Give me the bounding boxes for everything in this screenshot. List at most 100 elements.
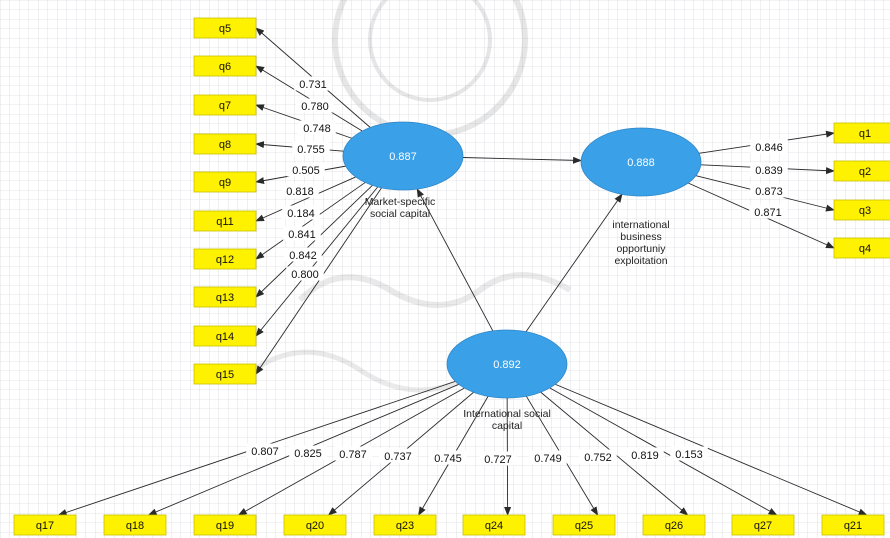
indicator-q1[interactable]: q1 [833,122,890,144]
latent-name-line: exploitation [614,255,667,267]
loading-label-q6: 0.780 [296,98,334,113]
loading-value-q8: 0.755 [297,144,325,156]
indicator-q3[interactable]: q3 [833,199,890,221]
latent-name-line: international [612,219,669,231]
loading-value-q6: 0.780 [301,101,329,113]
indicator-q23[interactable]: q23 [373,514,437,536]
indicator-q8[interactable]: q8 [193,133,257,155]
latent-name-line: capital [492,420,522,432]
loading-label-bg [296,98,334,113]
loading-label-q13: 0.841 [283,226,321,241]
latent-ibo[interactable]: 0.888internationalbusinessopportuniyexpl… [580,127,702,267]
loading-label-q7: 0.748 [298,120,336,135]
path-isc-to-ibo [525,193,623,333]
indicator-q2[interactable]: q2 [833,160,890,182]
loading-label-q15: 0.800 [286,266,324,281]
loading-label-q18: 0.825 [289,445,327,460]
indicator-q11[interactable]: q11 [193,210,257,232]
latent-ellipse [580,127,702,197]
indicator-label: q3 [859,205,871,217]
indicator-label: q7 [219,100,231,112]
indicator-label: q5 [219,23,231,35]
loading-value-q20: 0.737 [384,451,412,463]
loading-value-q27: 0.819 [631,450,659,462]
indicator-q21[interactable]: q21 [821,514,885,536]
indicator-q4[interactable]: q4 [833,237,890,259]
latent-ellipse [446,329,568,399]
loading-label-bg [479,451,517,466]
loading-value-q18: 0.825 [294,448,322,460]
indicator-box [193,325,257,347]
indicator-box [731,514,795,536]
indicator-label: q23 [396,520,414,532]
indicator-label: q11 [216,216,234,228]
indicator-q14[interactable]: q14 [193,325,257,347]
indicator-q15[interactable]: q15 [193,363,257,385]
loading-value-q17: 0.807 [251,446,279,458]
loading-labels-layer: 0.7310.7800.7480.7550.5050.8180.1840.841… [246,76,788,466]
loading-label-q8: 0.755 [292,141,330,156]
loading-label-bg [287,162,325,177]
indicator-box [193,210,257,232]
latent-name-line: opportuniy [616,243,666,255]
indicator-box [821,514,885,536]
indicator-q7[interactable]: q7 [193,94,257,116]
latent-name-line: social capital [370,208,430,220]
indicator-q13[interactable]: q13 [193,286,257,308]
indicator-label: q15 [216,369,234,381]
loading-label-q14: 0.842 [284,247,322,262]
indicator-q12[interactable]: q12 [193,248,257,270]
indicator-label: q1 [859,128,871,140]
loading-value-q26: 0.752 [584,452,612,464]
indicator-q6[interactable]: q6 [193,55,257,77]
indicator-box [193,55,257,77]
loading-label-q1: 0.846 [750,139,788,154]
loading-value-q5: 0.731 [299,79,327,91]
loading-label-q27: 0.819 [626,447,664,462]
loading-value-q25: 0.749 [534,453,562,465]
indicator-q18[interactable]: q18 [103,514,167,536]
indicator-q5[interactable]: q5 [193,17,257,39]
nodes-layer: q5 q6 q7 q8 q9 q11 q12 q13 q14 q15 q1 q2 q3 q4 q17 q18 q… [13,17,890,536]
indicator-box [552,514,616,536]
loading-label-bg [289,445,327,460]
indicator-label: q21 [844,520,862,532]
indicator-q20[interactable]: q20 [283,514,347,536]
loading-label-bg [750,162,788,177]
loading-label-q2: 0.839 [750,162,788,177]
indicator-q9[interactable]: q9 [193,171,257,193]
path-isc-to-market [416,188,494,332]
indicator-q26[interactable]: q26 [642,514,706,536]
loading-value-q1: 0.846 [755,142,783,154]
indicator-q17[interactable]: q17 [13,514,77,536]
loading-label-bg [529,450,567,465]
loading-label-q4: 0.871 [749,204,787,219]
loading-value-q4: 0.871 [754,207,782,219]
indicator-box [193,171,257,193]
latent-r2-value: 0.887 [389,151,417,163]
loading-label-bg [286,266,324,281]
indicator-q27[interactable]: q27 [731,514,795,536]
loading-label-bg [626,447,664,462]
loading-label-bg [579,449,617,464]
indicator-box [833,122,890,144]
indicator-label: q26 [665,520,683,532]
indicator-box [833,199,890,221]
loading-label-q5: 0.731 [294,76,332,91]
indicator-q19[interactable]: q19 [193,514,257,536]
loading-label-q20: 0.737 [379,448,417,463]
loading-label-q17: 0.807 [246,443,284,458]
indicator-q25[interactable]: q25 [552,514,616,536]
path-isc-to-q21 [555,383,868,516]
loading-label-bg [298,120,336,135]
loading-label-q24: 0.727 [479,451,517,466]
loading-label-bg [246,443,284,458]
indicator-q24[interactable]: q24 [462,514,526,536]
indicator-label: q6 [219,61,231,73]
loading-label-q11: 0.818 [281,183,319,198]
loading-label-q26: 0.752 [579,449,617,464]
indicator-label: q2 [859,166,871,178]
